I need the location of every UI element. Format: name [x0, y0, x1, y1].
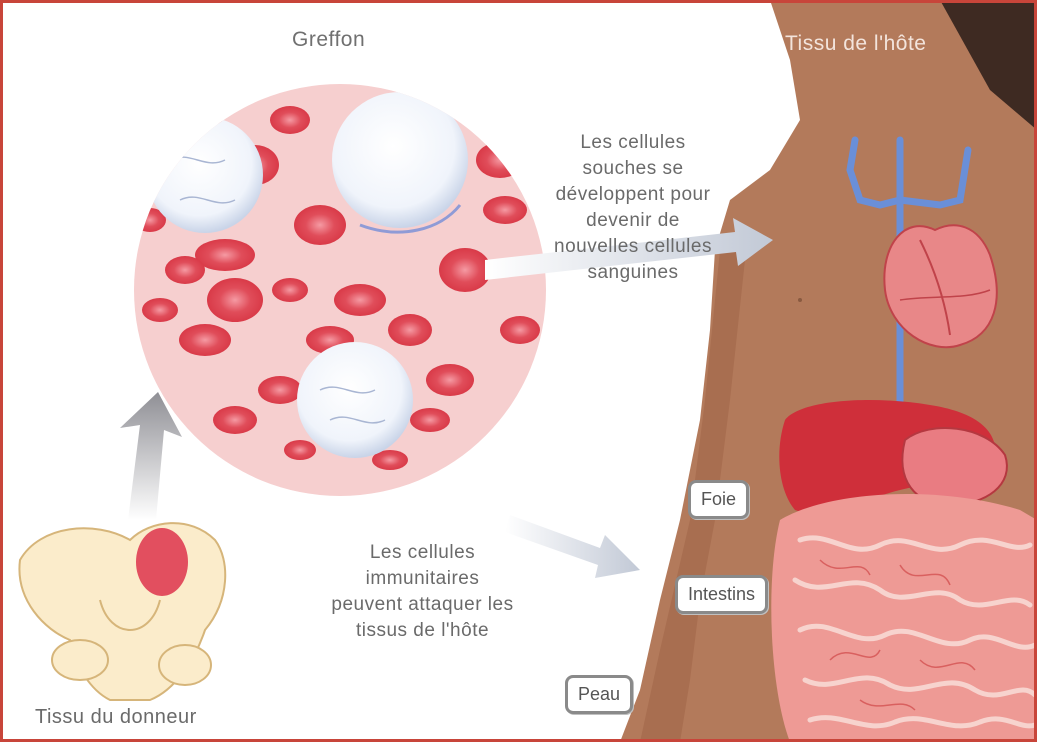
- bone-marrow-spot: [136, 528, 188, 596]
- donor-tissue-label: Tissu du donneur: [35, 706, 197, 729]
- intestines: [771, 494, 1037, 742]
- immune-cells-label: Les cellules immunitaires peuvent attaqu…: [330, 540, 515, 644]
- host-tissue-title: Tissu de l'hôte: [785, 32, 926, 56]
- pelvis: [19, 523, 225, 700]
- liver-callout: Foie: [688, 480, 749, 519]
- intestine-callout: Intestins: [675, 575, 768, 614]
- graft-zoom-circle: [134, 84, 546, 496]
- skin-callout: Peau: [565, 675, 633, 714]
- arrow-immune-to-host: [505, 515, 640, 578]
- graft-title: Greffon: [292, 28, 365, 52]
- stem-cells-label: Les cellules souches se développent pour…: [548, 130, 718, 286]
- arrow-donor-to-graft: [120, 392, 182, 520]
